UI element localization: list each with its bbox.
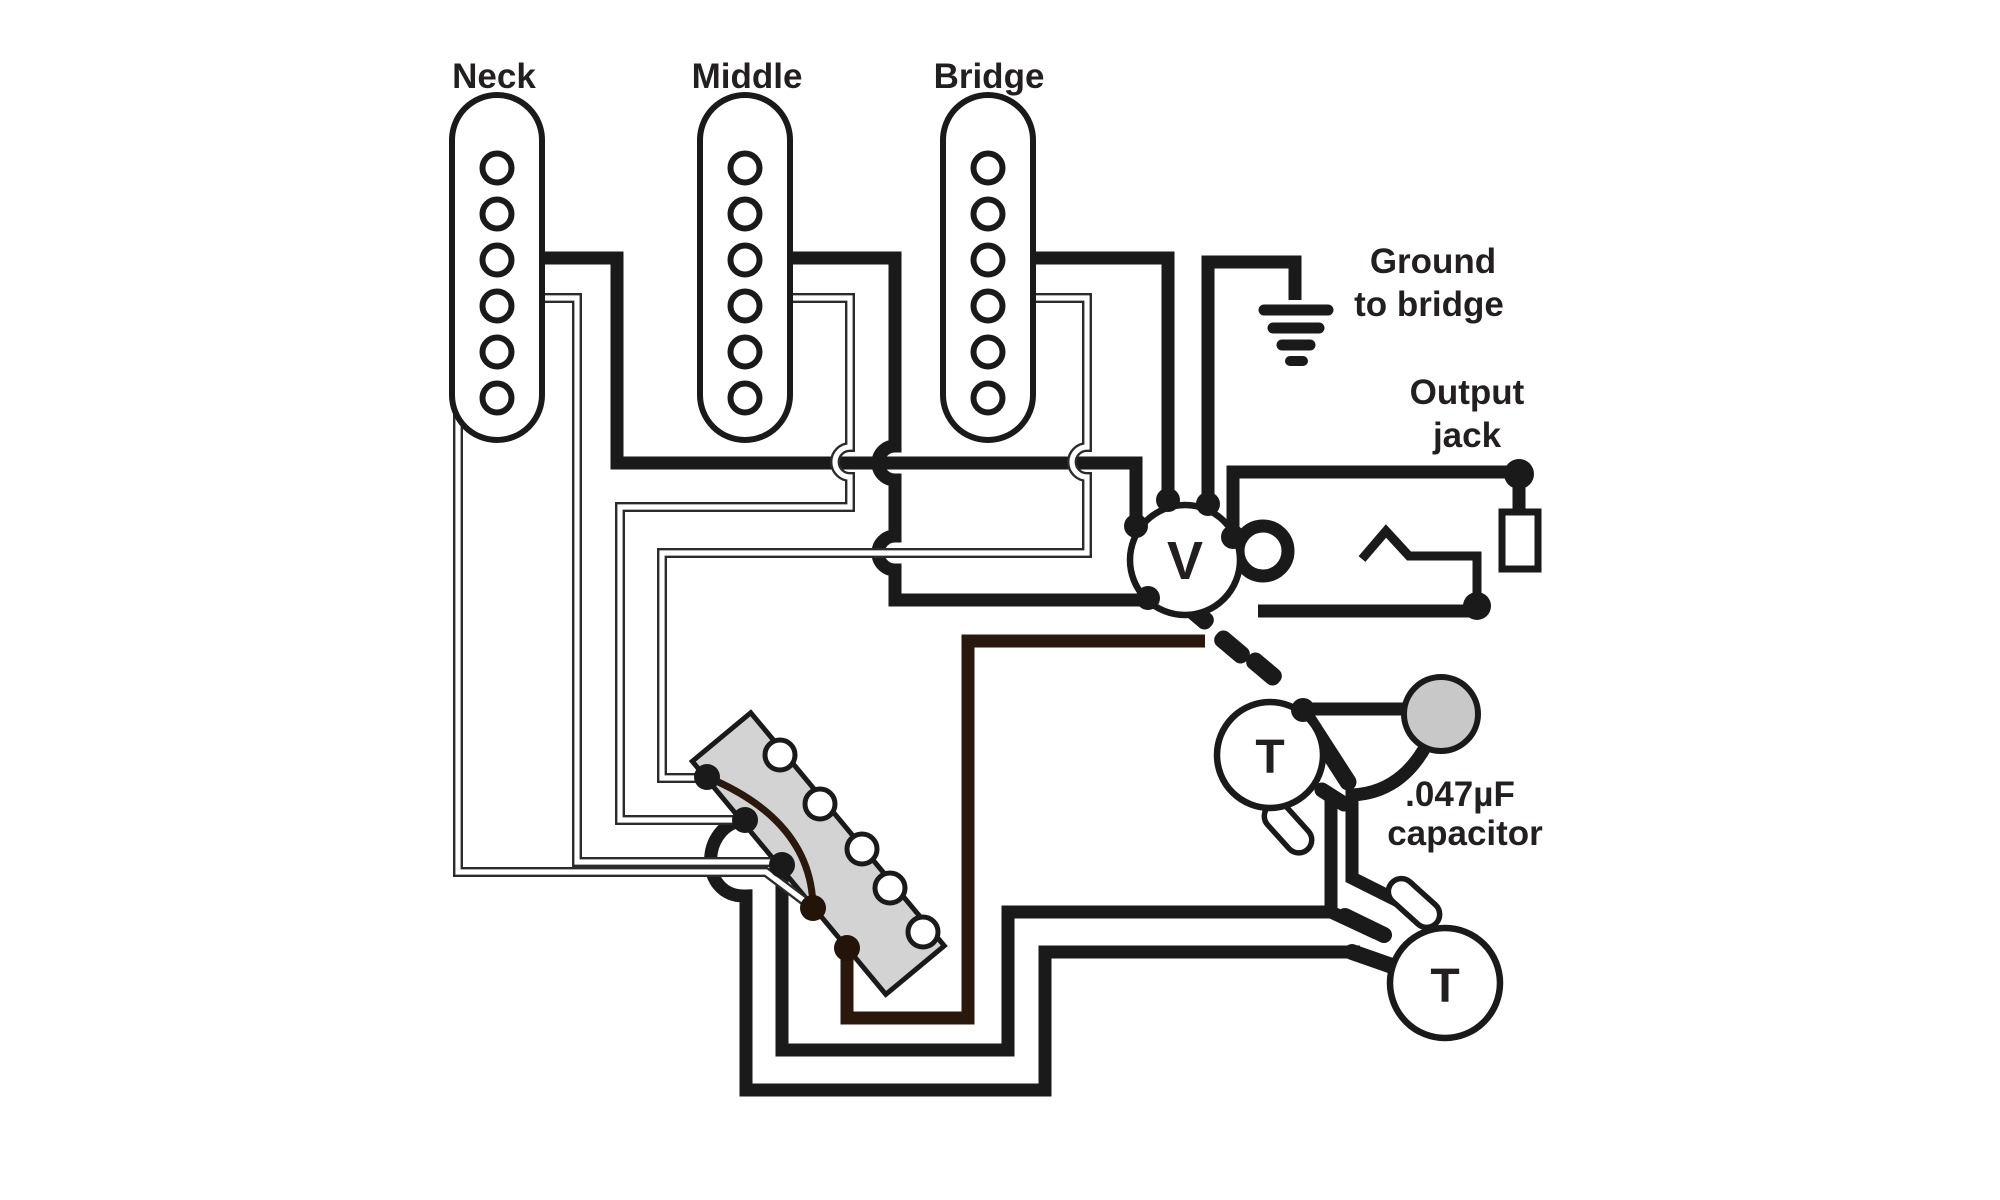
middle-pickup xyxy=(697,92,793,443)
neck-pickup xyxy=(449,92,545,443)
pole-piece xyxy=(970,196,1006,232)
tone2-lug-lower xyxy=(1344,944,1400,974)
pole-piece xyxy=(970,288,1006,324)
pickups xyxy=(449,92,1036,443)
solder-dot-jack-ground xyxy=(1221,525,1245,549)
volume-to-jack-wire xyxy=(1226,465,1516,538)
pole-piece xyxy=(970,150,1006,186)
pickup-selector-switch-body xyxy=(688,709,948,998)
tone2-pot-body xyxy=(1386,924,1504,1042)
jack-ground-terminal xyxy=(1463,592,1491,620)
switch-wiper-arc xyxy=(705,773,817,906)
dark-wires xyxy=(840,634,1205,1025)
neck-hot-wire xyxy=(538,293,776,867)
switch-terminal-bridge xyxy=(694,764,720,790)
middle-ground-wire xyxy=(783,251,1146,607)
tone-pot-2: T xyxy=(1337,875,1504,1042)
volume-pot-label: V xyxy=(1167,531,1203,591)
bridge-pickup xyxy=(940,92,1036,443)
tone2-free-lug xyxy=(1385,875,1443,931)
pole-piece xyxy=(479,380,515,416)
bridge-hot-wire xyxy=(657,293,1092,783)
tone2-lug-upper xyxy=(1337,908,1392,943)
pole-piece xyxy=(727,334,763,370)
solder-dot-neck-ground xyxy=(1124,514,1148,538)
output-jack xyxy=(1358,459,1542,620)
volume-to-switch-common-wire xyxy=(840,634,1205,1025)
tone1-pot-body xyxy=(1213,698,1327,812)
ground-to-bridge-wire xyxy=(1201,255,1302,500)
switch-pole-1 xyxy=(762,737,798,773)
pole-piece xyxy=(970,334,1006,370)
pole-piece xyxy=(727,380,763,416)
ground-symbol xyxy=(1258,304,1334,366)
switch-pole-5 xyxy=(905,914,941,950)
volume-pot: V xyxy=(1124,488,1295,686)
volume-lug-3 xyxy=(1246,652,1282,686)
pole-piece xyxy=(479,334,515,370)
switch-pole-2 xyxy=(802,786,838,822)
white-wires xyxy=(453,293,1092,907)
switch-terminal-4 xyxy=(800,895,826,921)
pole-piece xyxy=(727,288,763,324)
text-labels: Neck Middle Bridge Ground to bridge Outp… xyxy=(452,57,1543,853)
jack-hot-terminal xyxy=(1504,459,1534,489)
output-jack-label-line2: jack xyxy=(1432,416,1502,455)
capacitor-body xyxy=(1401,674,1481,754)
ground-label-line2: to bridge xyxy=(1354,285,1504,324)
switch-pole-3 xyxy=(844,831,880,867)
pole-piece xyxy=(970,242,1006,278)
pole-piece xyxy=(479,196,515,232)
middle-label: Middle xyxy=(692,57,803,96)
jack-tip-contact xyxy=(1358,524,1482,594)
pole-piece xyxy=(479,242,515,278)
switch-terminal-neck xyxy=(769,852,795,878)
tone1-solder-dot xyxy=(1291,698,1315,722)
bridge-ground-wire xyxy=(1028,251,1175,497)
solder-dot-ground-to-bridge xyxy=(1196,492,1220,516)
pole-piece xyxy=(970,380,1006,416)
output-jack-label-line1: Output xyxy=(1410,373,1525,412)
volume-lug-2 xyxy=(1214,630,1250,664)
switch-bar xyxy=(688,709,948,998)
switch-terminal-middle xyxy=(732,807,758,833)
solder-dot-bridge-ground xyxy=(1156,488,1180,512)
tone2-pot-label: T xyxy=(1430,960,1459,1013)
capacitor-label-line1: .047µF xyxy=(1405,775,1515,814)
neck-label: Neck xyxy=(452,57,536,96)
middle-hot-wire xyxy=(615,293,855,825)
switch-pole-4 xyxy=(872,870,908,906)
volume-pot-body xyxy=(1126,501,1244,619)
pole-piece xyxy=(479,288,515,324)
jack-sleeve xyxy=(1498,508,1542,573)
switch-terminal-common xyxy=(834,935,860,961)
switch-terminals xyxy=(694,737,941,961)
pole-piece xyxy=(727,242,763,278)
pole-piece xyxy=(727,196,763,232)
neck-ground-wire xyxy=(538,251,1143,522)
switch-common-return-wire xyxy=(453,408,811,907)
tone1-lug-lower xyxy=(1314,782,1352,812)
tone-pot-1: T xyxy=(1213,674,1481,856)
tone1-pot-label: T xyxy=(1255,731,1284,784)
ground-label-line1: Ground xyxy=(1370,242,1496,281)
capacitor-label-line2: capacitor xyxy=(1387,814,1543,853)
pole-piece xyxy=(727,150,763,186)
pole-piece xyxy=(479,150,515,186)
capacitor-leg-wire xyxy=(1345,740,1433,912)
bridge-label: Bridge xyxy=(934,57,1045,96)
switch-to-tone1-wire xyxy=(775,866,1331,1057)
volume-ground-loop xyxy=(1231,519,1295,583)
solder-dot-middle-ground xyxy=(1136,586,1160,610)
black-wires xyxy=(538,251,1516,1097)
